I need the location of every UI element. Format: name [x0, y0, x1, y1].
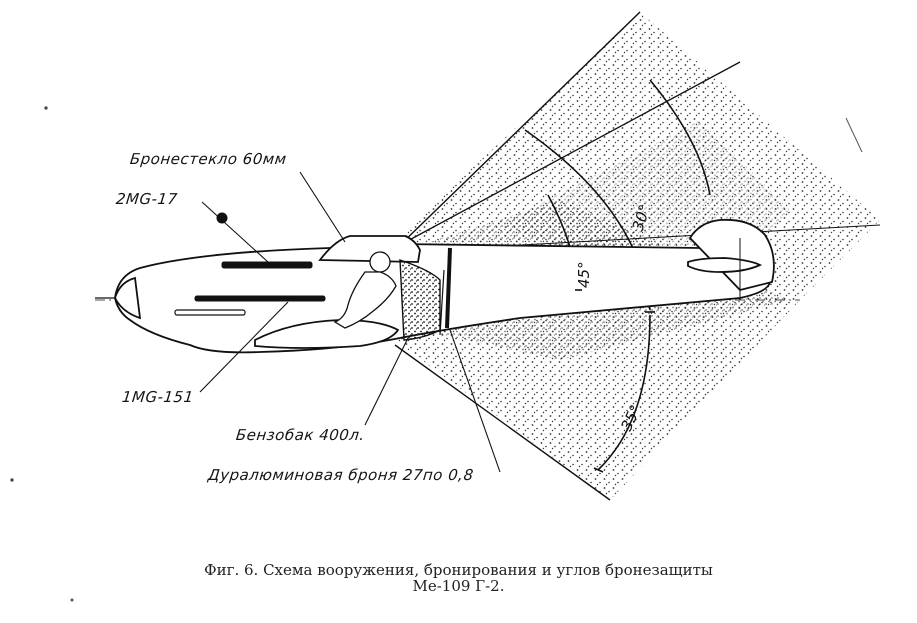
mg151-cannon	[194, 295, 326, 302]
leader-mg17	[201, 201, 269, 263]
ray-upper-outer	[394, 11, 641, 251]
arc-ticks	[575, 289, 655, 473]
label-duralumin-armor: Дуралюминовая броня 27по 0,8	[207, 466, 475, 484]
figure-caption-line2: Ме-109 Г-2.	[412, 577, 505, 595]
ray-upper-inner	[399, 61, 741, 246]
label-mg17: 2MG-17	[115, 190, 179, 208]
scan-marks	[10, 106, 863, 602]
nose-spinner	[114, 276, 142, 320]
aircraft	[95, 218, 775, 354]
label-fuel-tank: Бензобак 400л.	[235, 426, 366, 444]
figure-caption-line1: Фиг. 6. Схема вооружения, бронирования и…	[204, 561, 713, 579]
armor-plate	[445, 247, 452, 329]
tailplane	[687, 257, 763, 273]
mg17-callout-dot	[216, 212, 228, 224]
ray-lower	[394, 344, 611, 501]
pilot-body	[333, 271, 397, 329]
radiator	[174, 309, 246, 316]
leader-armor	[449, 329, 501, 473]
leader-armored-glass	[299, 171, 346, 243]
angle-label-45: 45°	[575, 261, 593, 288]
tail-fin	[688, 218, 775, 291]
arc-35	[597, 314, 651, 471]
leader-mg151	[199, 301, 289, 393]
leader-lines	[199, 171, 501, 473]
arc-30-top	[649, 79, 711, 196]
wing	[254, 319, 400, 349]
label-mg151: 1MG-151	[121, 388, 195, 406]
pilot	[333, 251, 397, 329]
weapons	[174, 212, 326, 316]
mg17-guns	[221, 261, 313, 269]
armor-plate-edge	[439, 269, 445, 336]
canopy	[318, 235, 421, 263]
leader-fuel-tank	[364, 337, 409, 426]
pilot-head	[369, 251, 391, 273]
label-armored-glass: Бронестекло 60мм	[129, 150, 288, 168]
